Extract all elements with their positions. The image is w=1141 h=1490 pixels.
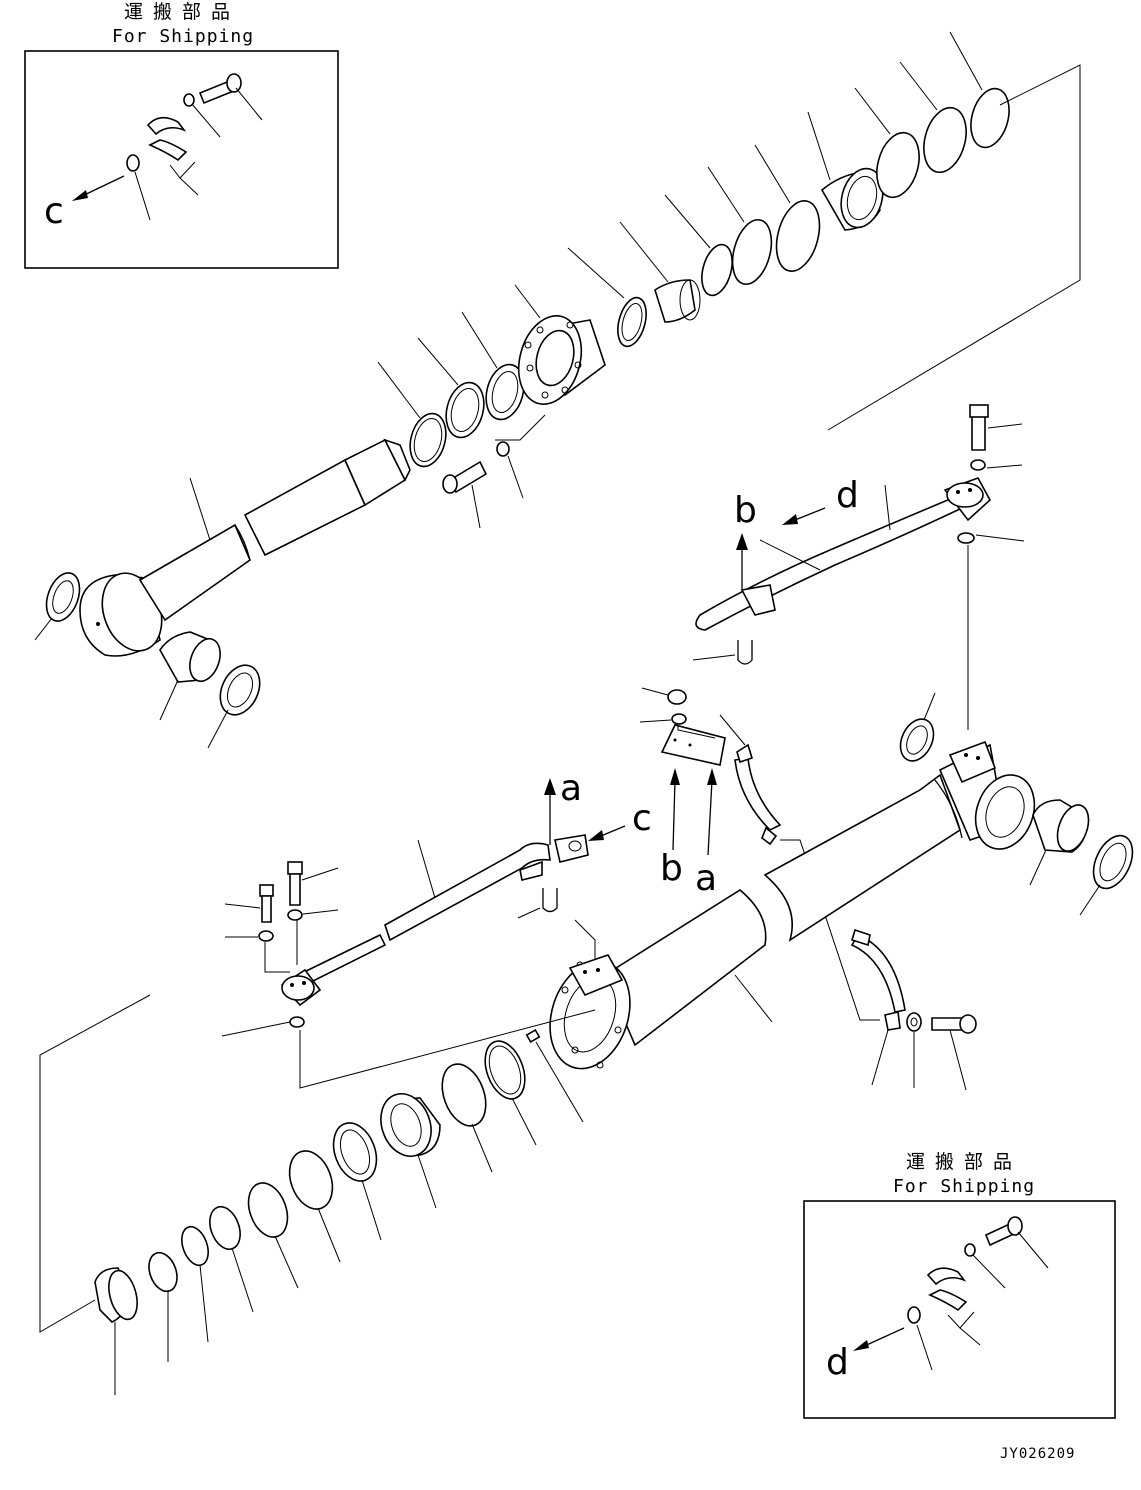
o-ring-part (907, 1306, 921, 1324)
shipping-title-en: For Shipping (893, 1176, 1035, 1197)
shipping-title-jp: 運搬部品 (124, 1, 240, 23)
pipe-label-d: d (836, 475, 859, 516)
cylinder-tube (549, 692, 1134, 1070)
piston-rod-assembly (34, 438, 411, 749)
arrow-label-d: d (826, 1342, 849, 1383)
shipping-title-en: For Shipping (112, 26, 254, 47)
clamp-part (926, 1267, 981, 1346)
head-pipe-assembly: b d (692, 404, 1025, 730)
clamp-part (146, 116, 199, 196)
bracket-label-a: a (695, 858, 717, 899)
bolt-part (984, 1216, 1049, 1269)
shipping-title-jp: 運搬部品 (906, 1151, 1022, 1173)
o-ring-part (126, 154, 140, 172)
bracket-label-b: b (660, 848, 683, 889)
tube-clamp-assembly (850, 928, 977, 1091)
pipe-label-a: a (560, 768, 582, 809)
washer-part (183, 93, 195, 107)
bolt-part (198, 73, 263, 121)
pipe-bracket-assembly: b a (639, 687, 880, 1021)
piston-seal-series (39, 994, 584, 1395)
pipe-label-b: b (734, 490, 757, 531)
shipping-frame (803, 1200, 1116, 1419)
drawing-code: JY026209 (1000, 1446, 1075, 1462)
shipping-box-d: 運搬部品 For Shipping d (803, 1151, 1116, 1419)
pipe-label-c: c (632, 798, 652, 839)
shipping-frame (24, 50, 339, 269)
shipping-box-c: 運搬部品 For Shipping c (24, 1, 339, 269)
rod-seal-series (377, 31, 1081, 529)
arrow-label-c: c (44, 191, 64, 232)
bottom-pipe-assembly: a c (221, 768, 652, 1089)
washer-part (964, 1243, 976, 1257)
